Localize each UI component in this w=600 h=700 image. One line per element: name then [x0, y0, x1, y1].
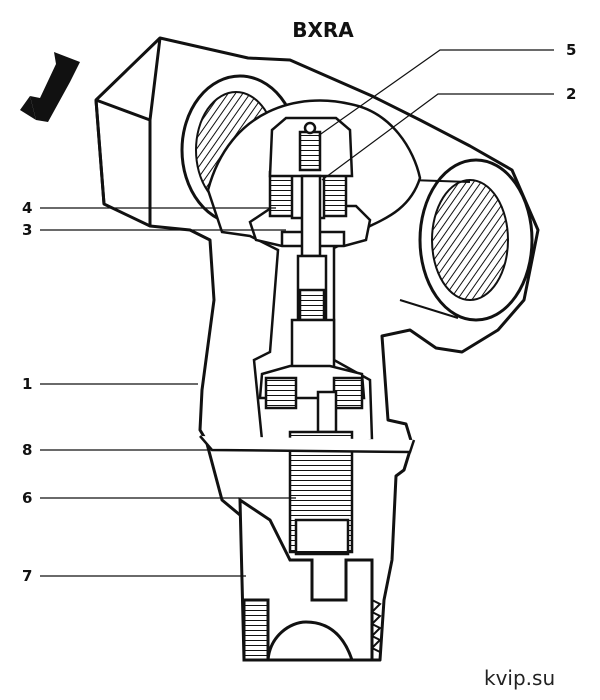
- gasket: [199, 435, 416, 454]
- site-watermark: kvip.su: [484, 666, 556, 690]
- diagram-title: BXRA: [292, 18, 354, 42]
- callout-6: 6: [22, 489, 33, 507]
- adjusting-nut: [258, 364, 366, 434]
- callout-5: 5: [566, 41, 577, 59]
- callout-3: 3: [22, 221, 33, 239]
- flow-direction-arrow-icon: [20, 52, 80, 122]
- callout-4: 4: [22, 199, 33, 217]
- leader-lines: [40, 49, 554, 577]
- callout-2: 2: [566, 85, 577, 103]
- leader-5: [317, 49, 554, 137]
- tube: [238, 497, 382, 662]
- callout-7: 7: [22, 567, 33, 585]
- leader-2: [321, 93, 554, 181]
- callout-1: 1: [22, 375, 33, 393]
- outlet-port: [399, 158, 534, 322]
- callout-8: 8: [22, 441, 33, 459]
- valve-cap: [268, 116, 354, 178]
